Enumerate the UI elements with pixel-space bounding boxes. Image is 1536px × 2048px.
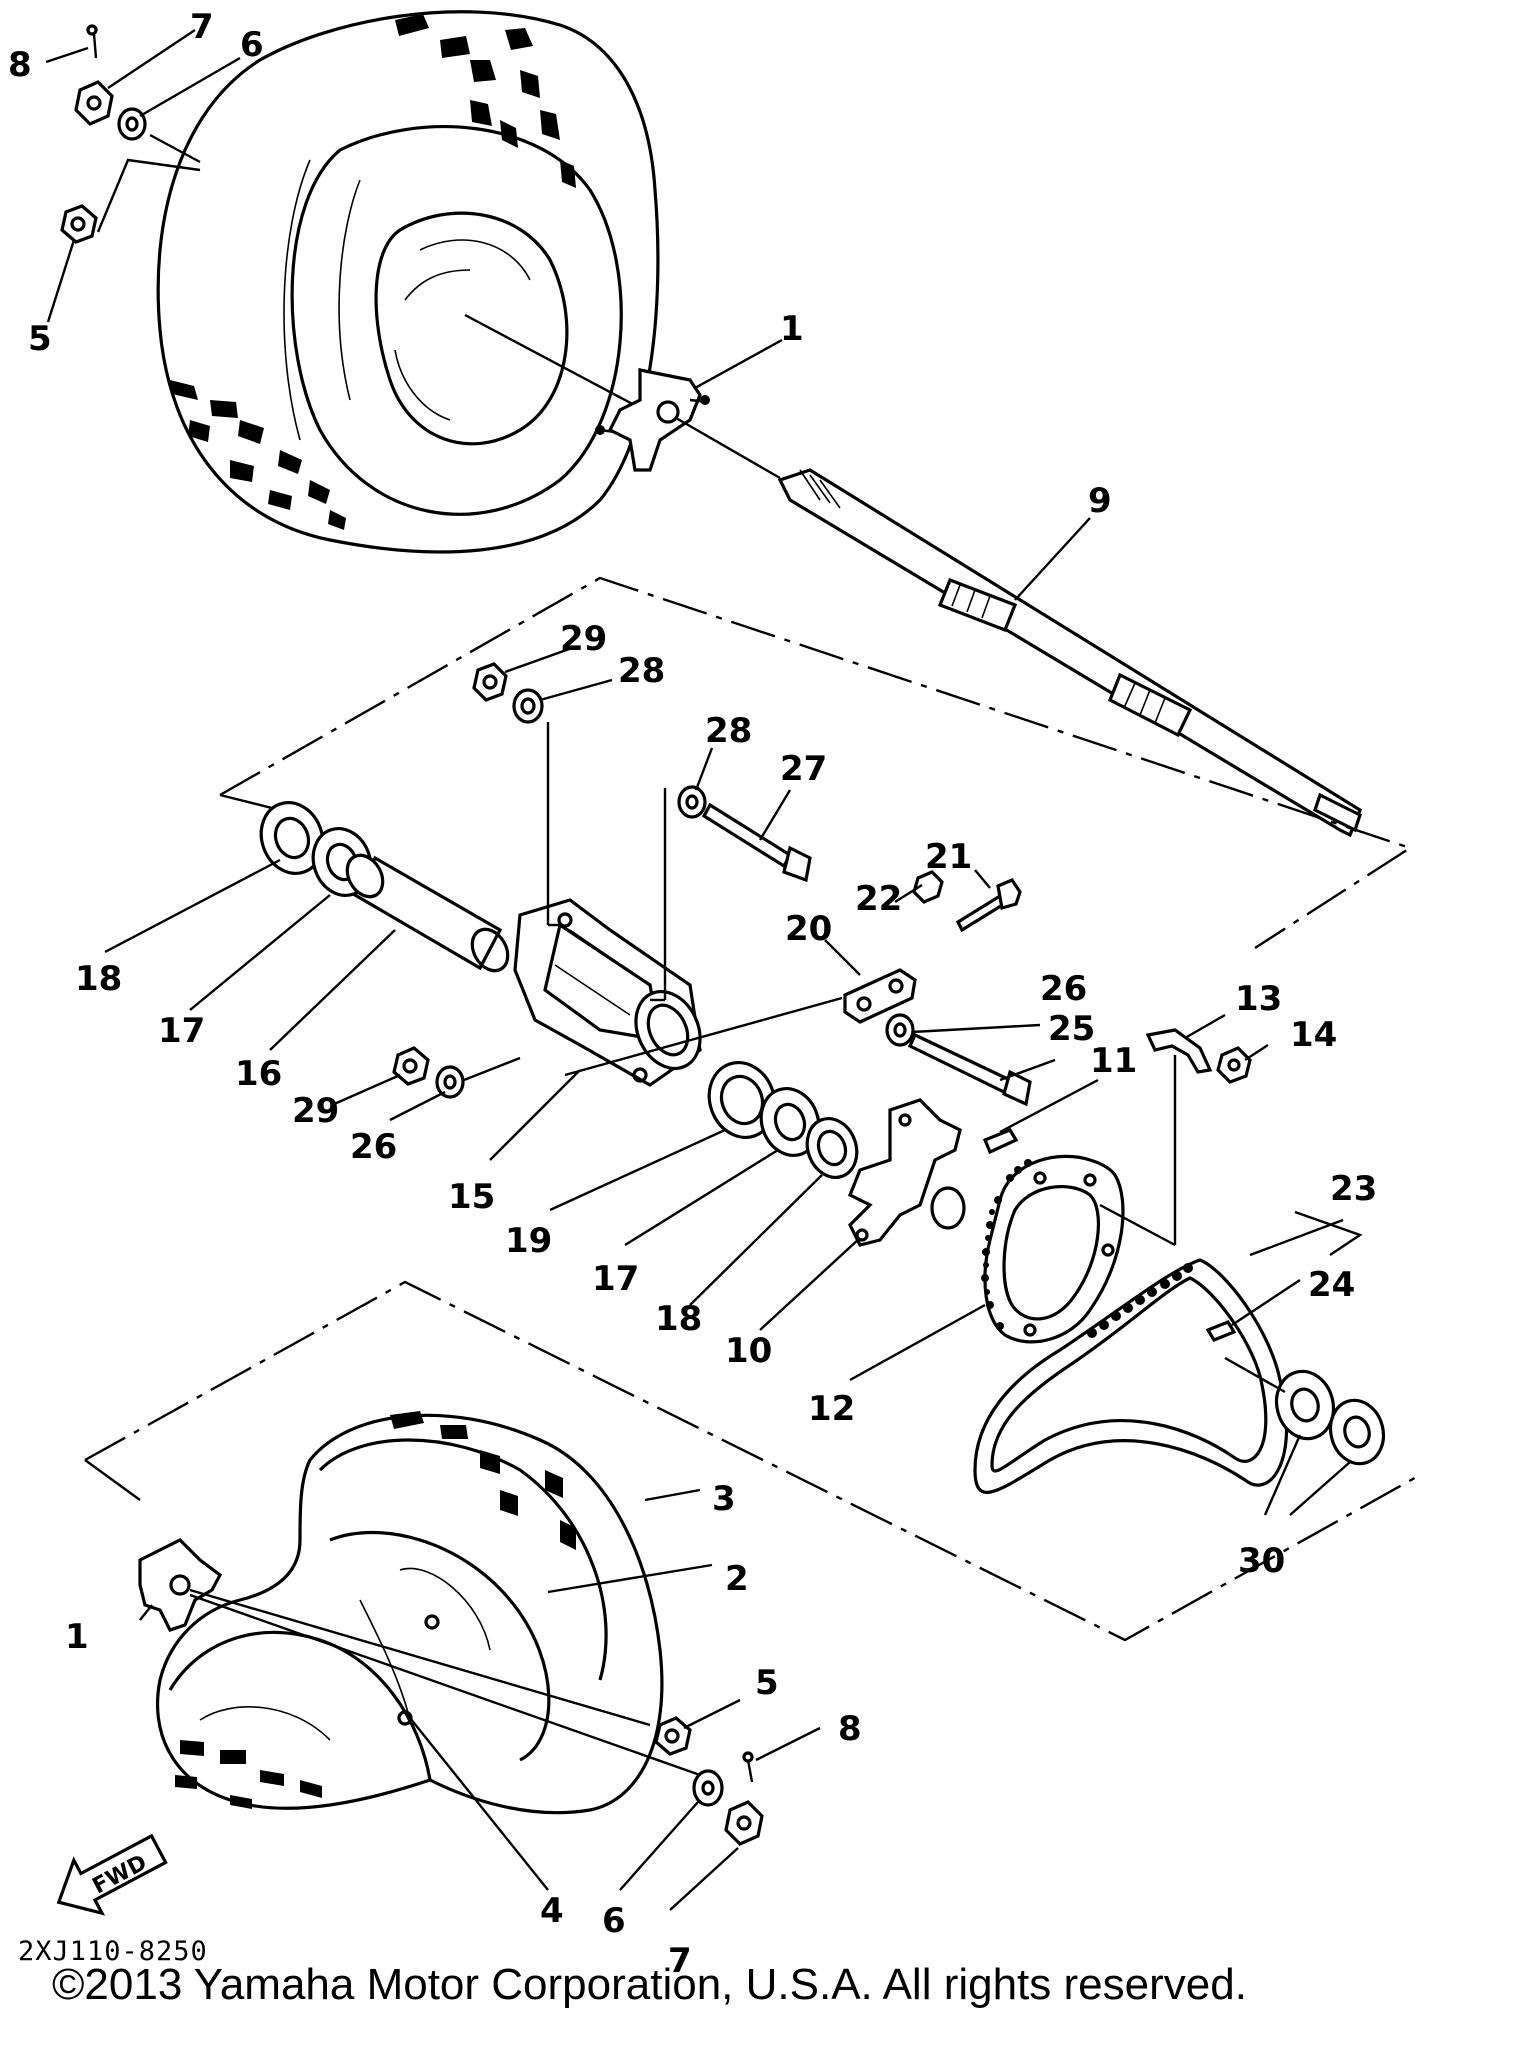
label-1-lower: 1 (65, 1617, 89, 1657)
label-8-upper: 8 (8, 45, 32, 85)
label-7-upper: 7 (190, 7, 214, 47)
rear-sprocket (981, 1154, 1125, 1344)
upper-hub (595, 368, 781, 480)
rear-axle (777, 468, 1362, 838)
label-7-lower: 7 (668, 1941, 692, 1981)
lower-fasteners (654, 1716, 764, 1846)
label-17-left: 17 (158, 1011, 205, 1051)
axle-hub-housing (513, 898, 702, 1087)
left-nut-washer (392, 1046, 521, 1099)
label-30: 30 (1238, 1541, 1285, 1581)
label-21: 21 (925, 837, 972, 877)
label-14: 14 (1290, 1015, 1337, 1055)
label-15: 15 (448, 1177, 495, 1217)
part-labels: 8 7 6 5 1 9 29 28 28 27 21 22 20 26 25 1… (8, 7, 1377, 1981)
copyright-notice: ©2013 Yamaha Motor Corporation, U.S.A. A… (52, 1960, 1247, 2009)
chain-adjuster (564, 870, 1032, 1107)
plate-13-nut-14 (1099, 1028, 1252, 1247)
lower-hub (138, 1538, 701, 1777)
right-bearings (707, 1061, 859, 1179)
sprocket-pin (982, 1128, 1019, 1155)
label-8-lower: 8 (838, 1709, 862, 1749)
label-17-right: 17 (592, 1259, 639, 1299)
label-29-left: 29 (292, 1091, 339, 1131)
bolt-27-washer-28 (650, 785, 812, 1002)
drive-chain (973, 1258, 1289, 1494)
label-24: 24 (1308, 1265, 1355, 1305)
spacer-tube (345, 853, 510, 973)
label-5-lower: 5 (755, 1663, 779, 1703)
left-bearings (259, 801, 373, 897)
label-18-right: 18 (655, 1299, 702, 1339)
upper-fasteners (60, 24, 201, 244)
label-4: 4 (540, 1891, 564, 1931)
label-9: 9 (1088, 481, 1112, 521)
label-13: 13 (1235, 979, 1282, 1019)
lower-wheel (155, 1411, 664, 1815)
label-29-upper: 29 (560, 619, 607, 659)
label-12: 12 (808, 1389, 855, 1429)
label-16: 16 (235, 1054, 282, 1094)
upper-frame (219, 576, 1413, 950)
label-2: 2 (725, 1559, 749, 1599)
label-22: 22 (855, 879, 902, 919)
label-26-right: 26 (1040, 969, 1087, 1009)
label-25: 25 (1048, 1009, 1095, 1049)
label-6-lower: 6 (602, 1901, 626, 1941)
diagram-code: 2XJ110-8250 (18, 1936, 208, 1967)
fwd-arrow: FWD (56, 1833, 168, 1916)
label-1-upper: 1 (780, 309, 804, 349)
label-18-left: 18 (75, 959, 122, 999)
label-11: 11 (1090, 1041, 1137, 1081)
label-23: 23 (1330, 1169, 1377, 1209)
label-20: 20 (785, 909, 832, 949)
leader-lines (45, 29, 1363, 1911)
label-6-upper: 6 (240, 25, 264, 65)
sprocket-hub (847, 1098, 966, 1247)
bearings-30 (1224, 1356, 1386, 1466)
top-nut-washer (472, 662, 560, 927)
label-3: 3 (712, 1479, 736, 1519)
label-28-mid: 28 (705, 711, 752, 751)
label-27: 27 (780, 749, 827, 789)
label-19: 19 (505, 1221, 552, 1261)
lower-frame (84, 1280, 1421, 1642)
upper-wheel (156, 10, 660, 554)
label-10: 10 (725, 1331, 772, 1371)
label-26-left: 26 (350, 1127, 397, 1167)
label-28-upper: 28 (618, 651, 665, 691)
label-5-upper: 5 (28, 319, 52, 359)
